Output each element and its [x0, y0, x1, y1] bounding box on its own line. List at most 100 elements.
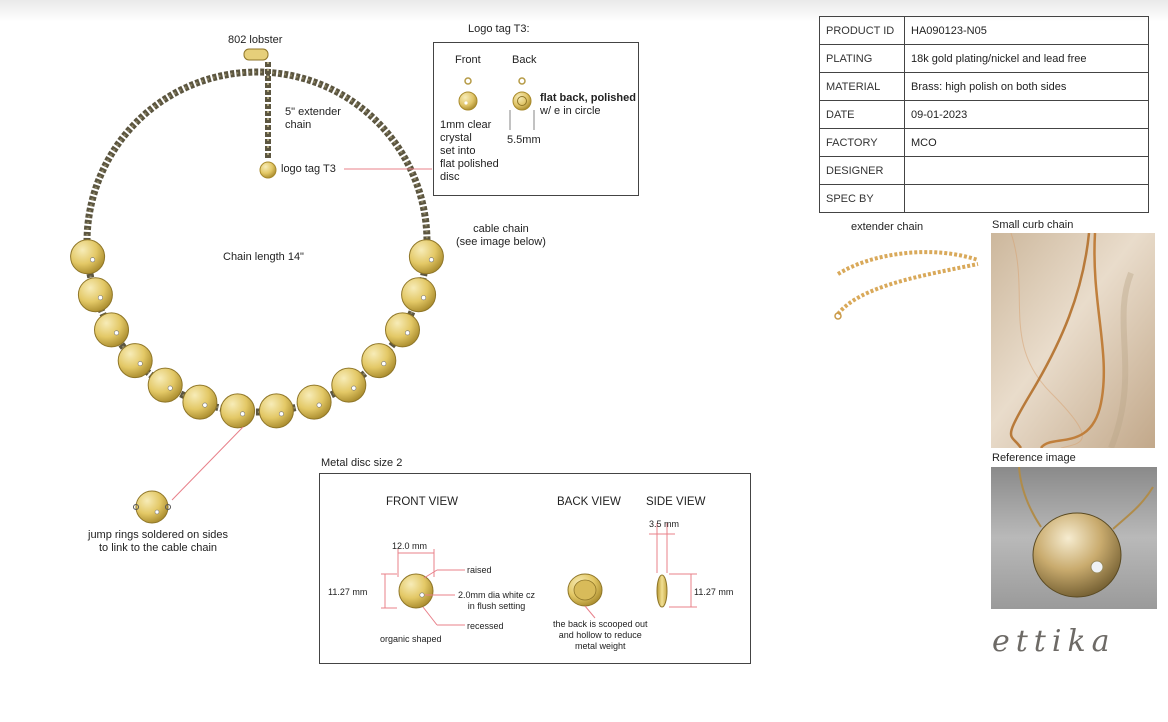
back-scooped-note: the back is scooped out and hollow to re… — [553, 619, 648, 651]
necklace-disc — [361, 343, 397, 379]
necklace-disc — [94, 312, 129, 348]
side-view-disc — [656, 574, 668, 608]
spec-key: SPEC BY — [819, 184, 905, 213]
logo-tag-back-note-bold: flat back, polished — [540, 92, 636, 104]
spec-key: DESIGNER — [819, 156, 905, 185]
spec-value: 09-01-2023 — [904, 100, 1149, 129]
jump-ring-disc — [135, 490, 169, 524]
necklace-disc-crystal — [202, 402, 208, 408]
jump-ring-leader — [171, 426, 244, 501]
back-view-label: BACK VIEW — [557, 496, 621, 508]
spec-value — [904, 184, 1149, 213]
logo-tag-back-note: w/ e in circle — [540, 105, 601, 117]
jump-rings-label: jump rings soldered on sides to link to … — [88, 529, 229, 554]
back-tag-disc — [512, 91, 532, 111]
ettika-logo: ettika — [992, 624, 1116, 659]
front-tag-ring — [464, 77, 472, 85]
necklace-disc — [408, 239, 444, 275]
spec-key: MATERIAL — [819, 72, 905, 101]
spec-value — [904, 156, 1149, 185]
lobster-clasp — [243, 48, 269, 61]
spec-value: 18k gold plating/nickel and lead free — [904, 44, 1149, 73]
logo-tag-views — [458, 77, 535, 130]
spec-row: DESIGNER — [819, 156, 1149, 185]
spec-key: PLATING — [819, 44, 905, 73]
extender-chain-label: extender chain — [851, 221, 924, 233]
curb-chain-label: Small curb chain — [992, 219, 1074, 231]
necklace-disc — [77, 277, 113, 313]
necklace-disc-crystal — [90, 257, 96, 263]
spec-key: FACTORY — [819, 128, 905, 157]
back-view-hollow — [573, 579, 597, 601]
back-tag-ring — [518, 77, 526, 85]
necklace-disc — [401, 277, 437, 313]
chain-length-label: Chain length 14" — [223, 251, 304, 263]
necklace-disc — [331, 367, 367, 403]
necklace-disc-crystal — [404, 330, 410, 336]
side-view-label: SIDE VIEW — [646, 496, 706, 508]
front-tag-crystal — [464, 101, 468, 105]
necklace-disc-crystal — [240, 411, 246, 417]
jump-ring-left — [133, 504, 139, 510]
necklace-disc-crystal — [421, 295, 427, 301]
curb-chain-photo — [991, 233, 1155, 448]
disc-width-label: 12.0 mm — [392, 541, 428, 551]
raised-label: raised — [467, 565, 492, 575]
extender-label: 5" extender chain — [285, 106, 341, 131]
cable-chain-label: cable chain (see image below) — [456, 223, 546, 248]
logo-tag-t3 — [259, 161, 277, 179]
necklace-disc-crystal — [114, 330, 120, 336]
necklace-disc — [220, 393, 256, 429]
necklace-disc-crystal — [278, 411, 284, 417]
extender-chain-image — [834, 250, 979, 320]
disc-group — [70, 239, 444, 429]
front-view-cz — [419, 592, 425, 598]
logo-tag-front-label: Front — [455, 54, 481, 66]
reference-photo — [991, 467, 1157, 609]
necklace-disc-crystal — [351, 385, 357, 391]
spec-value: Brass: high polish on both sides — [904, 72, 1149, 101]
necklace-disc-crystal — [381, 361, 387, 367]
necklace-disc — [147, 367, 183, 403]
necklace-disc — [70, 239, 106, 275]
spec-key: PRODUCT ID — [819, 16, 905, 45]
spec-key: DATE — [819, 100, 905, 129]
recessed-label: recessed — [467, 621, 504, 631]
necklace-disc — [182, 384, 218, 420]
necklace-disc-crystal — [97, 295, 103, 301]
necklace-disc-crystal — [137, 361, 143, 367]
necklace-disc-crystal — [167, 385, 173, 391]
organic-shaped-label: organic shaped — [380, 634, 442, 644]
side-height-label: 11.27 mm — [694, 587, 734, 597]
necklace-disc — [117, 343, 153, 379]
jump-ring-right — [165, 504, 171, 510]
disc-spec-box — [319, 473, 751, 664]
necklace-drawing — [70, 48, 444, 524]
necklace-disc — [296, 384, 332, 420]
necklace-disc — [258, 393, 294, 429]
logo-tag-front-note: 1mm clear crystal set into flat polished… — [440, 119, 499, 183]
front-view-label: FRONT VIEW — [386, 496, 458, 508]
necklace-disc-crystal — [428, 257, 434, 263]
logo-tag-back-label: Back — [512, 54, 537, 66]
thickness-label: 3.5 mm — [649, 519, 680, 529]
cz-label: 2.0mm dia white cz in flush setting — [458, 590, 536, 611]
logo-tag-label: logo tag T3 — [281, 163, 336, 175]
logo-tag-size-label: 5.5mm — [507, 134, 541, 146]
spec-value: HA090123-N05 — [904, 16, 1149, 45]
front-view-disc — [398, 573, 434, 609]
disc-height-label: 11.27 mm — [328, 587, 368, 597]
lobster-label: 802 lobster — [228, 34, 283, 46]
spec-value: MCO — [904, 128, 1149, 157]
reference-image-label: Reference image — [992, 452, 1076, 464]
spec-row: SPEC BY — [819, 184, 1149, 213]
disc-views-drawing — [381, 523, 697, 626]
necklace-disc-crystal — [316, 402, 322, 408]
necklace-disc — [385, 312, 420, 348]
disc-section-title: Metal disc size 2 — [321, 457, 403, 469]
